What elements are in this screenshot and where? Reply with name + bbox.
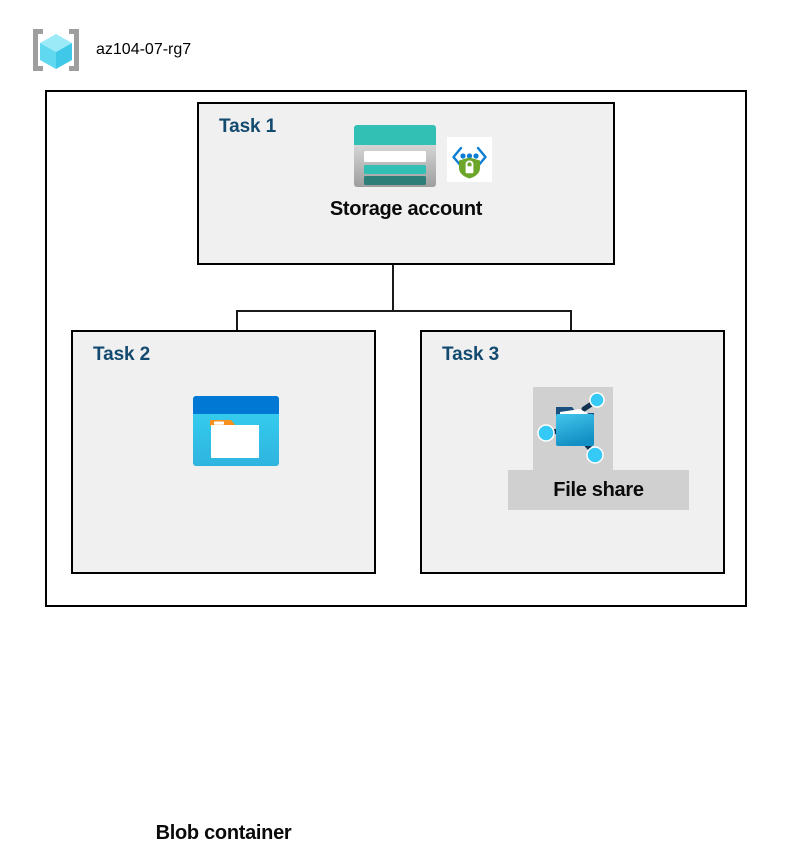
file-share-icon xyxy=(536,391,611,472)
file-share-highlight-label xyxy=(508,470,689,510)
entra-secure-access-icon xyxy=(447,137,492,187)
resource-group-header: az104-07-rg7 xyxy=(30,26,191,74)
task-2-label: Task 2 xyxy=(93,344,151,365)
storage-account-icon xyxy=(351,122,439,195)
blob-container-icon xyxy=(191,394,281,473)
blob-container-label: Blob container xyxy=(155,822,292,844)
task-1-label: Task 1 xyxy=(219,116,277,137)
resource-group-icon xyxy=(33,29,79,71)
storage-account-label: Storage account xyxy=(329,198,483,220)
resource-group-name: az104-07-rg7 xyxy=(96,41,192,58)
task-3-label: Task 3 xyxy=(442,344,500,365)
file-share-label: File share xyxy=(553,479,644,501)
